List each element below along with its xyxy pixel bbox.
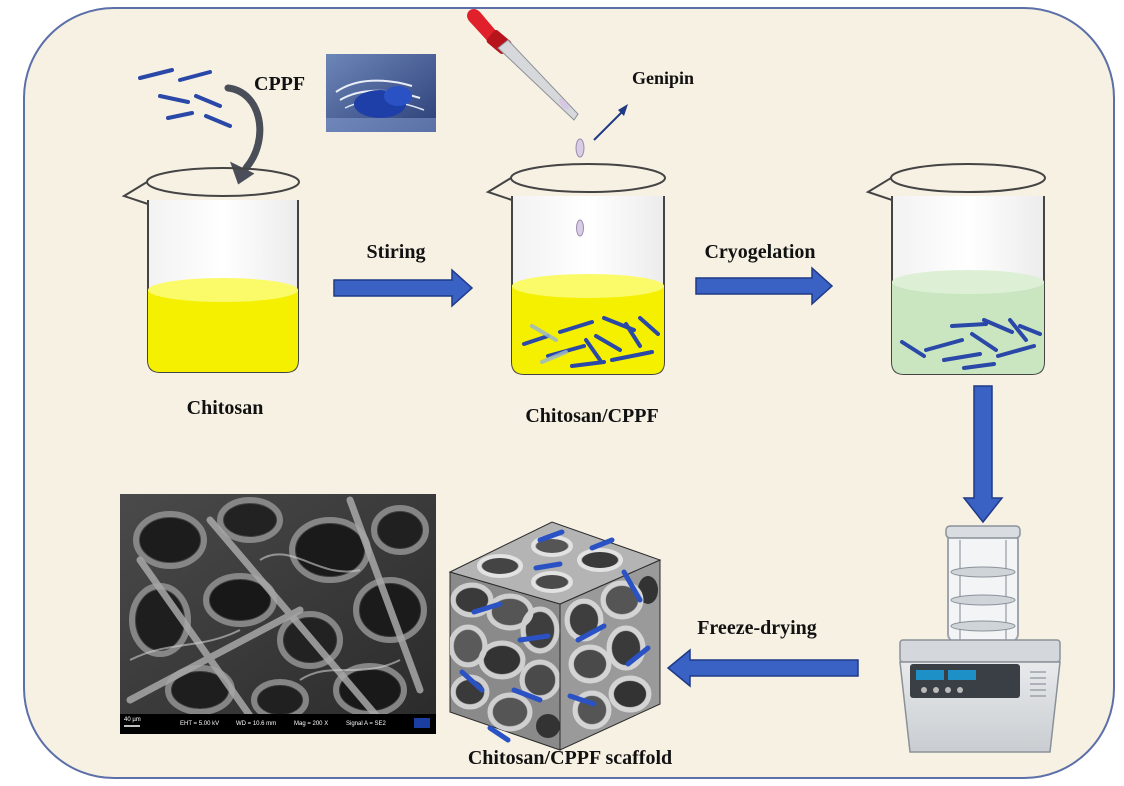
freeze-dryer-icon xyxy=(899,525,1061,753)
arrow-stiring xyxy=(333,268,474,308)
genipin-pointer-head xyxy=(618,104,628,116)
sem-signal: Signal A = SE2 xyxy=(346,721,387,727)
label-cppf: CPPF xyxy=(254,73,305,95)
arrow-down xyxy=(962,385,1004,524)
sem-eht: EHT = 5.00 kV xyxy=(180,721,219,727)
curved-arrow-icon xyxy=(224,84,264,172)
arrow-freeze-drying xyxy=(666,648,859,688)
genipin-drop xyxy=(575,138,585,158)
beaker-cryogel xyxy=(865,163,1046,375)
sem-wd: WD = 10.6 mm xyxy=(236,721,276,727)
dropper-icon xyxy=(467,9,579,121)
label-cryogelation: Cryogelation xyxy=(704,241,815,263)
label-freeze-drying: Freeze-drying xyxy=(697,617,817,639)
cppf-photo xyxy=(326,54,436,132)
label-stiring: Stiring xyxy=(367,241,426,263)
sem-micrograph: 40 µm EHT = 5.00 kV WD = 10.6 mm Mag = 2… xyxy=(120,494,436,734)
label-chitosan-cppf: Chitosan/CPPF xyxy=(525,405,658,427)
beaker-chitosan xyxy=(121,167,300,373)
label-scaffold: Chitosan/CPPF scaffold xyxy=(468,747,672,769)
arrow-cryogelation xyxy=(695,266,834,306)
sem-mag: Mag = 200 X xyxy=(294,721,328,727)
genipin-pointer xyxy=(593,111,623,141)
label-genipin: Genipin xyxy=(632,68,694,88)
scaffold-cube-icon xyxy=(448,521,662,751)
label-chitosan: Chitosan xyxy=(187,397,264,419)
sem-scale: 40 µm xyxy=(124,717,141,723)
sem-logo xyxy=(414,718,430,728)
beaker-chitosan-cppf xyxy=(485,163,666,375)
cppf-fibers xyxy=(138,68,232,128)
